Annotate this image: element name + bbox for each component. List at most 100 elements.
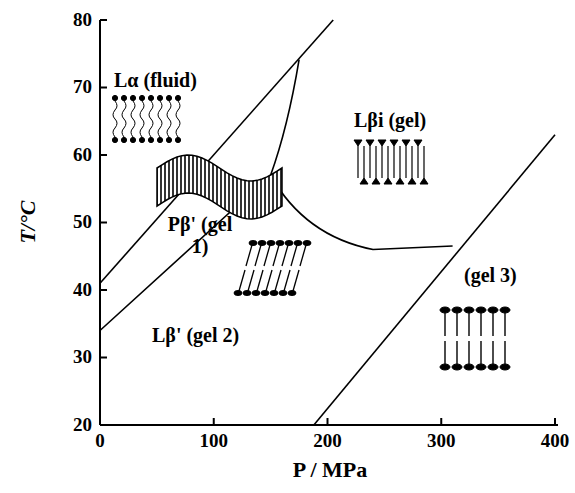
tick-label: 300 xyxy=(427,431,456,452)
cartoon-stroke xyxy=(166,137,171,142)
cartoon-stroke xyxy=(131,119,135,137)
cartoon-stroke xyxy=(284,270,290,291)
cartoon-stroke xyxy=(175,137,180,142)
cartoon-stroke xyxy=(248,270,254,291)
cartoon-stroke xyxy=(423,146,424,178)
cartoon-stroke xyxy=(113,119,117,137)
cartoon-stroke xyxy=(411,146,412,178)
cartoon-stroke xyxy=(140,101,144,119)
cartoon-stroke xyxy=(303,241,311,246)
cartoon-stroke xyxy=(488,307,498,313)
tick-mark xyxy=(100,19,107,21)
cartoon-stroke xyxy=(175,95,180,100)
tick-label: 400 xyxy=(541,431,570,452)
tick-label: 50 xyxy=(73,212,92,233)
cartoon-stroke xyxy=(243,291,251,296)
cartoon-stroke xyxy=(139,95,144,100)
cartoon-stroke xyxy=(285,241,293,246)
tick-label: 0 xyxy=(95,431,105,452)
tick-label: 80 xyxy=(73,10,92,31)
cartoon-stroke xyxy=(399,146,400,178)
cartoon-stroke xyxy=(476,364,486,370)
x-axis xyxy=(100,424,558,426)
cartoon-stroke xyxy=(444,313,445,336)
cartoon-stroke xyxy=(288,291,296,296)
cartoon-stroke xyxy=(291,245,297,266)
cartoon-stroke xyxy=(468,341,469,364)
cartoon-stroke xyxy=(366,140,374,146)
cartoon-stroke xyxy=(476,307,486,313)
cartoon-stroke xyxy=(464,307,474,313)
tick-mark xyxy=(100,289,107,291)
cartoon-stroke xyxy=(279,291,287,296)
cartoon-stroke xyxy=(258,241,266,246)
phase-label: Lβi (gel) xyxy=(352,109,428,131)
tick-mark xyxy=(100,424,107,426)
cartoon-stroke xyxy=(456,341,457,364)
tick-mark xyxy=(327,418,329,425)
cartoon-stroke xyxy=(504,341,505,364)
cartoon-stroke xyxy=(121,137,126,142)
tick-label: 70 xyxy=(73,77,92,98)
cartoon-stroke xyxy=(402,140,410,146)
cartoon-stroke xyxy=(270,291,278,296)
axis-title: P / MPa xyxy=(293,458,368,482)
cartoon-stroke xyxy=(384,178,392,184)
cartoon-stroke xyxy=(140,119,144,137)
cartoon-stroke xyxy=(293,270,299,291)
cartoon-stroke xyxy=(282,245,288,266)
cartoon-stroke xyxy=(246,245,252,266)
tick-mark xyxy=(100,87,107,89)
cartoon-stroke xyxy=(166,95,171,100)
cartoon-stroke xyxy=(139,137,144,142)
cartoon-stroke xyxy=(275,270,281,291)
cartoon-stroke xyxy=(414,140,422,146)
tick-label: 40 xyxy=(73,280,92,301)
cartoon-stroke xyxy=(408,178,416,184)
cartoon-stroke xyxy=(149,101,153,119)
tick-label: 100 xyxy=(200,431,229,452)
phase-label: (gel 3) xyxy=(462,264,519,286)
cartoon-stroke xyxy=(112,95,117,100)
cartoon-stroke xyxy=(130,95,135,100)
cartoon-stroke xyxy=(148,137,153,142)
cartoon-stroke xyxy=(167,101,171,119)
cartoon-stroke xyxy=(131,101,135,119)
tick-mark xyxy=(100,357,107,359)
cartoon-stroke xyxy=(452,364,462,370)
cartoon-stroke xyxy=(492,341,493,364)
tick-label: 60 xyxy=(73,145,92,166)
cartoon-stroke xyxy=(488,364,498,370)
cartoon-stroke xyxy=(360,178,368,184)
cartoon-stroke xyxy=(393,146,394,178)
cartoon-stroke xyxy=(417,146,418,178)
cartoon-stroke xyxy=(239,270,245,291)
cartoon-stroke xyxy=(381,146,382,178)
cartoon-stroke xyxy=(452,307,462,313)
cartoon-stroke xyxy=(157,95,162,100)
cartoon-stroke xyxy=(266,270,272,291)
cartoon-stroke xyxy=(261,291,269,296)
cartoon-stroke xyxy=(357,146,358,178)
cartoon-stroke xyxy=(158,119,162,137)
phase-label: Pβ' (gel 1) xyxy=(158,213,242,257)
cartoon-stroke xyxy=(440,364,450,370)
tick-label: 200 xyxy=(313,431,342,452)
cartoon-stroke xyxy=(157,137,162,142)
cartoon-stroke xyxy=(500,307,510,313)
tick-mark xyxy=(99,418,101,425)
cartoon-stroke xyxy=(267,241,275,246)
cartoon-stroke xyxy=(440,307,450,313)
cartoon-stroke xyxy=(387,146,388,178)
bilayer-cartoons xyxy=(112,95,510,370)
cartoon-stroke xyxy=(158,101,162,119)
phase-label: Lα (fluid) xyxy=(112,69,199,91)
cartoon-stroke xyxy=(121,95,126,100)
cartoon-stroke xyxy=(500,364,510,370)
cartoon-stroke xyxy=(390,140,398,146)
cartoon-stroke xyxy=(113,101,117,119)
ripple-bilayer xyxy=(157,155,282,219)
cartoon-stroke xyxy=(300,245,306,266)
cartoon-stroke xyxy=(378,140,386,146)
